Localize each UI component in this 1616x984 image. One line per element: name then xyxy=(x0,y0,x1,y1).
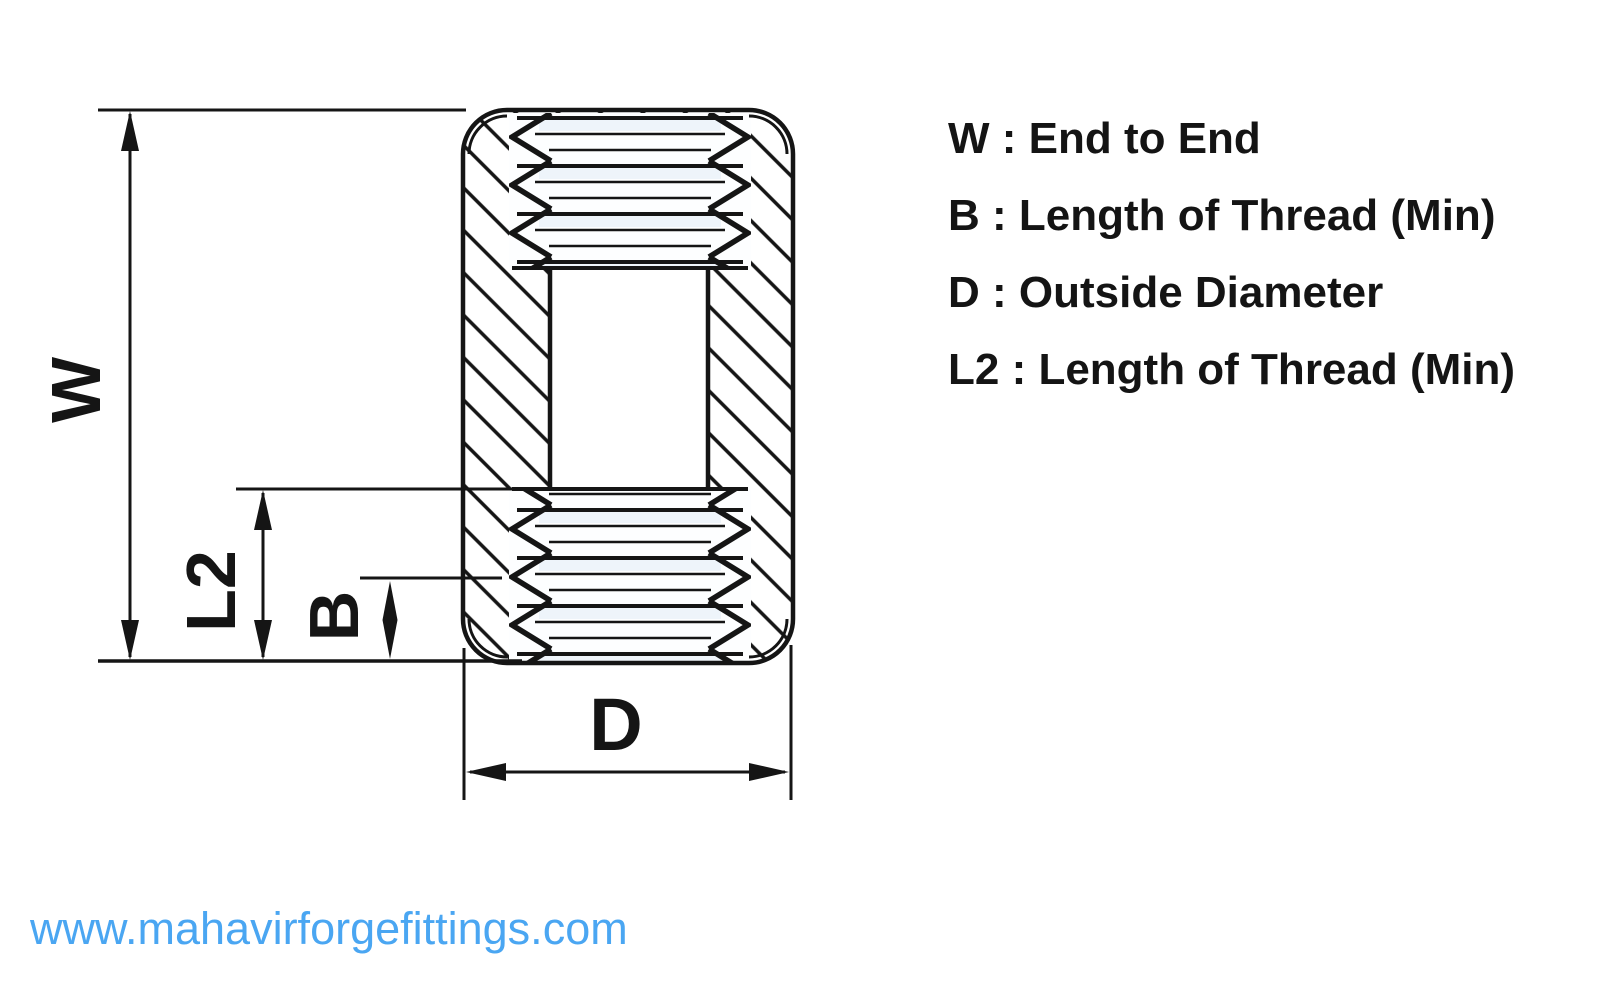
top-thread-section xyxy=(509,113,751,268)
w-arrow-up-icon xyxy=(121,111,139,151)
legend-item-b: B : Length of Thread (Min) xyxy=(948,191,1496,240)
body-outline xyxy=(460,107,796,666)
l2-arrow-down-icon xyxy=(254,620,272,660)
corner-chamfer-arcs xyxy=(467,114,789,659)
dim-label-b: B xyxy=(295,591,373,642)
section-hatching xyxy=(463,110,793,663)
dim-label-d: D xyxy=(589,683,642,766)
legend: W : End to End B : Length of Thread (Min… xyxy=(948,100,1515,408)
d-dimension xyxy=(462,645,793,800)
w-arrow-down-icon xyxy=(121,620,139,660)
legend-item-d: D : Outside Diameter xyxy=(948,268,1384,317)
fitting-body xyxy=(460,107,796,666)
d-arrow-right-icon xyxy=(749,763,789,781)
legend-item-l2: L2 : Length of Thread (Min) xyxy=(948,345,1516,394)
legend-item-w: W : End to End xyxy=(948,114,1261,163)
watermark-url: www.mahavirforgefittings.com xyxy=(30,903,628,954)
b-dimension xyxy=(360,576,502,659)
center-bore xyxy=(512,266,748,491)
d-arrow-left-icon xyxy=(466,763,506,781)
dim-label-w: W xyxy=(37,357,115,423)
l2-dimension xyxy=(236,487,512,660)
w-dimension xyxy=(98,108,522,663)
b-arrow-diamond-icon xyxy=(382,581,398,659)
l2-arrow-up-icon xyxy=(254,490,272,530)
dim-label-l2: L2 xyxy=(172,550,250,632)
bottom-thread-section xyxy=(509,489,751,661)
